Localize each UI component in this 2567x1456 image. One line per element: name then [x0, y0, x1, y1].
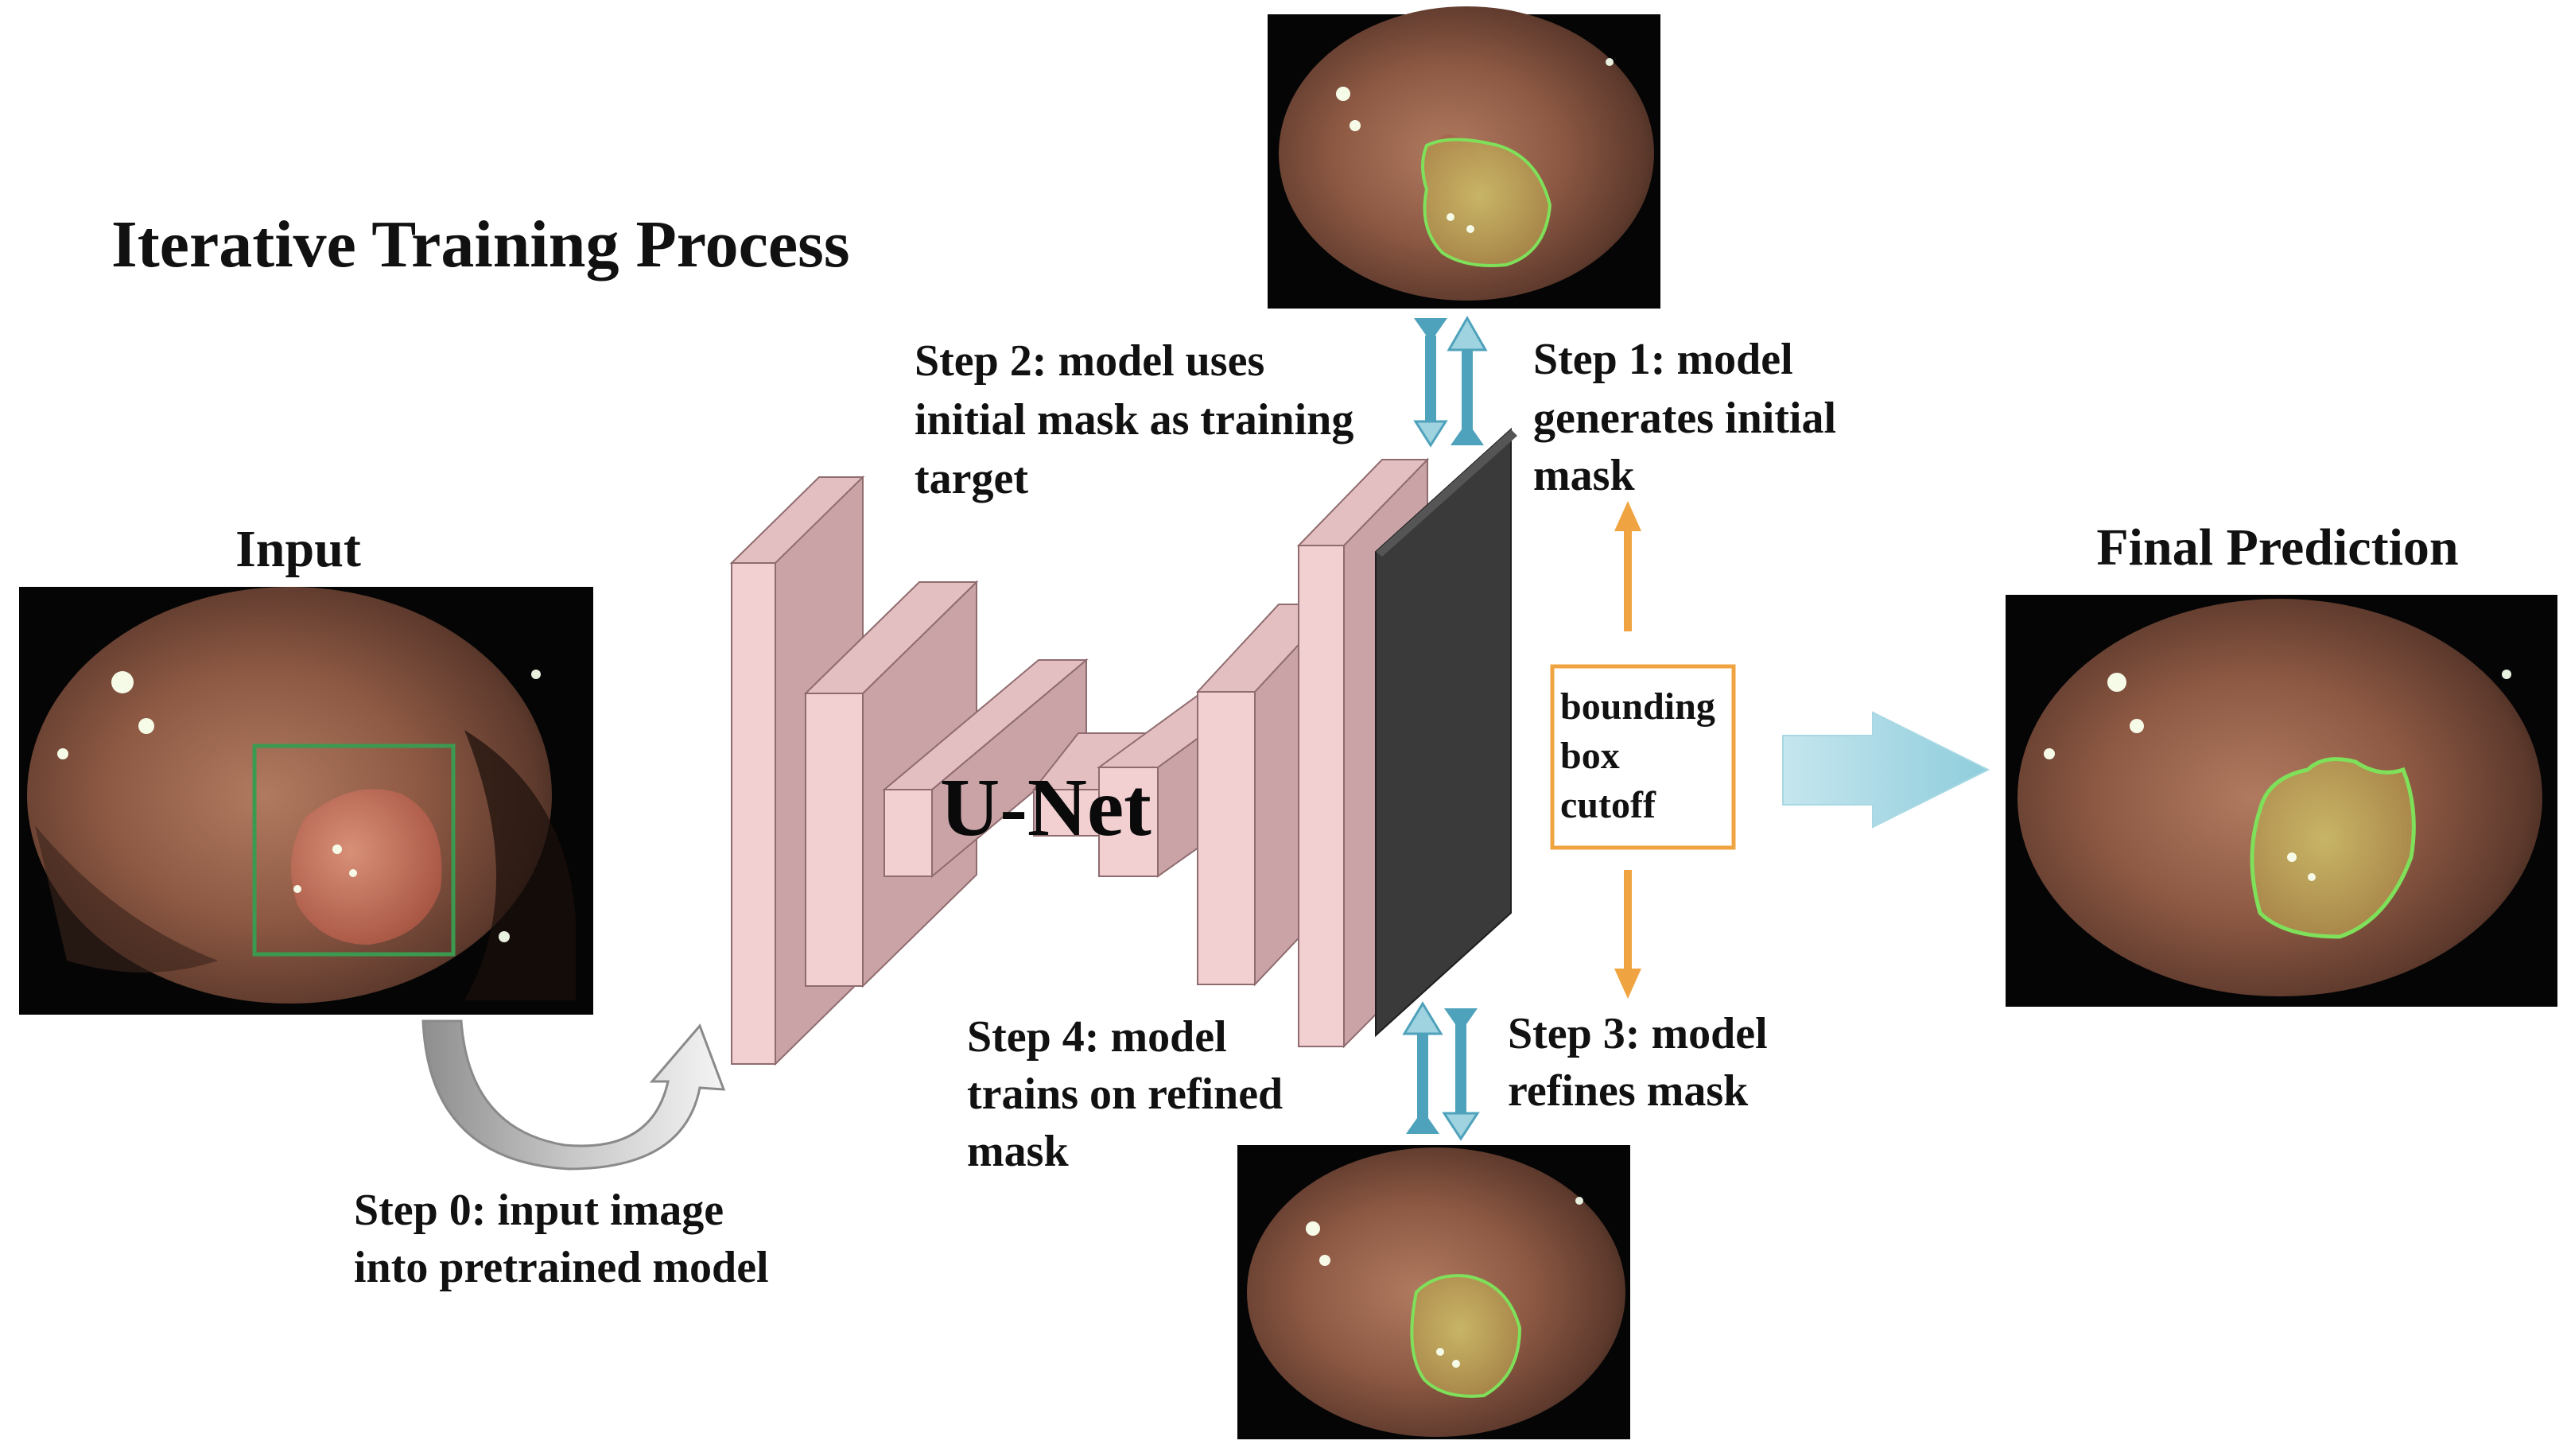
svg-text:Step 0: input image: Step 0: input image: [354, 1186, 724, 1235]
step0-label: Step 0: input image into pretrained mode…: [354, 1186, 769, 1292]
refined-mask-image: [1237, 1145, 1630, 1439]
teal-arrow-down-top: [1413, 318, 1448, 448]
diagram-title: Iterative Training Process: [111, 208, 850, 281]
svg-text:Step 1: model: Step 1: model: [1533, 335, 1793, 384]
bounding-box-line-1: bounding: [1560, 685, 1715, 728]
svg-text:Step 2: model uses: Step 2: model uses: [915, 336, 1264, 386]
curved-arrow-icon: [421, 1019, 726, 1171]
input-endoscopy-image: [19, 587, 593, 1015]
unet-encoder-block-3: [882, 658, 1089, 879]
svg-text:trains on refined: trains on refined: [967, 1070, 1283, 1119]
initial-mask-image: [1268, 6, 1660, 309]
input-label: Input: [235, 520, 361, 578]
svg-text:into pretrained model: into pretrained model: [354, 1243, 769, 1292]
final-prediction-image: [2006, 595, 2557, 1007]
unet-label: U-Net: [940, 762, 1151, 853]
teal-arrow-down-bottom: [1442, 1008, 1480, 1141]
big-arrow-to-final: [1782, 711, 1990, 829]
bounding-box-cutoff: bounding box cutoff: [1550, 664, 1736, 850]
svg-text:initial mask as training: initial mask as training: [915, 395, 1353, 445]
unet-architecture: U-Net: [729, 427, 1517, 1066]
svg-text:Step 4: model: Step 4: model: [967, 1012, 1227, 1062]
svg-text:generates initial: generates initial: [1533, 394, 1836, 443]
svg-text:mask: mask: [967, 1127, 1069, 1176]
step1-label: Step 1: model generates initial mask: [1533, 335, 1836, 500]
step3-label: Step 3: model refines mask: [1508, 1009, 1768, 1116]
teal-arrow-up-bottom: [1402, 1001, 1443, 1134]
svg-text:Step 3: model: Step 3: model: [1508, 1009, 1768, 1058]
svg-text:mask: mask: [1533, 451, 1635, 500]
bounding-box-line-3: cutoff: [1560, 784, 1656, 826]
svg-text:target: target: [915, 454, 1028, 503]
final-prediction-label: Final Prediction: [2096, 518, 2458, 577]
teal-arrow-up-top: [1447, 315, 1488, 445]
bounding-box-line-2: box: [1560, 735, 1620, 777]
step4-label: Step 4: model trains on refined mask: [967, 1012, 1283, 1176]
step2-label: Step 2: model uses initial mask as train…: [915, 336, 1353, 503]
unet-output-layer: [1375, 427, 1517, 1038]
svg-text:refines mask: refines mask: [1508, 1066, 1749, 1116]
orange-arrow-up: [1614, 501, 1641, 631]
orange-arrow-down: [1614, 870, 1641, 999]
